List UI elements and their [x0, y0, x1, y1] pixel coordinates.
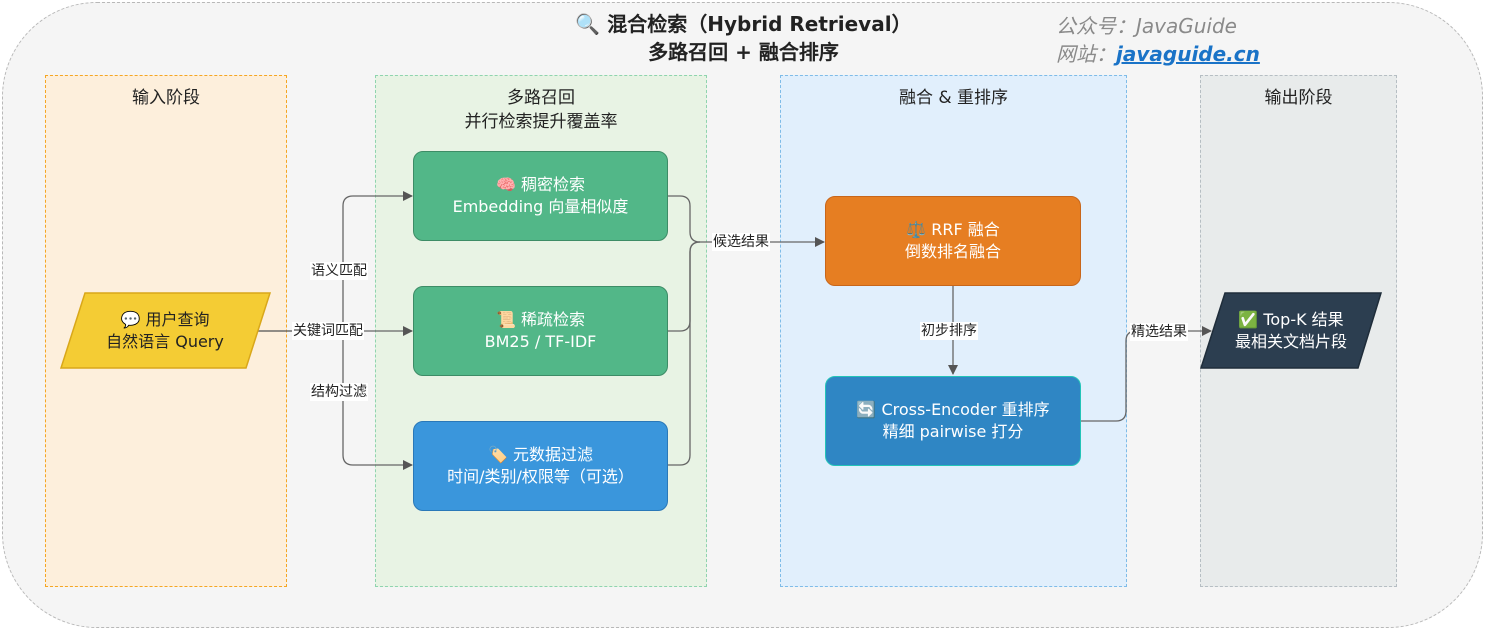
- title-line1: 混合检索（Hybrid Retrieval）: [607, 12, 912, 36]
- lane-recall-title-line1: 多路召回: [507, 88, 575, 108]
- output-parallelogram: [1199, 292, 1383, 369]
- brand-site-link[interactable]: javaguide.cn: [1116, 42, 1260, 66]
- node-sparse[interactable]: 📜 稀疏检索 BM25 / TF-IDF: [413, 286, 668, 376]
- check-mark-icon: ✅: [1238, 309, 1259, 329]
- edge-label-semantic: 语义匹配: [310, 262, 368, 280]
- node-dense[interactable]: 🧠 稠密检索 Embedding 向量相似度: [413, 151, 668, 241]
- title-line2: 多路召回 + 融合排序: [648, 40, 839, 64]
- node-rerank-line2: 精细 pairwise 打分: [882, 422, 1024, 441]
- tag-icon: 🏷️: [487, 445, 508, 464]
- scales-icon: ⚖️: [906, 220, 927, 239]
- edge-label-candidates: 候选结果: [712, 233, 770, 251]
- node-dense-line2: Embedding 向量相似度: [452, 197, 629, 216]
- edge-meta-rrf: [668, 241, 701, 466]
- brand-block: 公众号：JavaGuide 网站：javaguide.cn: [1056, 12, 1260, 68]
- node-query-line2: 自然语言 Query: [106, 331, 224, 351]
- edge-dense-rrf: [668, 195, 825, 247]
- lane-output-title: 输出阶段: [1264, 88, 1333, 108]
- node-rrf[interactable]: ⚖️ RRF 融合 倒数排名融合: [825, 196, 1081, 286]
- node-sparse-line1: 稀疏检索: [521, 310, 586, 329]
- edge-label-refined: 精选结果: [1130, 323, 1188, 341]
- input-parallelogram: [59, 292, 272, 369]
- brand-wechat: 公众号：JavaGuide: [1056, 14, 1237, 38]
- node-rrf-line2: 倒数排名融合: [904, 242, 1001, 261]
- node-rerank-line1: Cross-Encoder 重排序: [881, 400, 1050, 419]
- edge-label-keyword: 关键词匹配: [292, 322, 364, 340]
- edge-query-meta: [342, 331, 413, 470]
- node-meta[interactable]: 🏷️ 元数据过滤 时间/类别/权限等（可选）: [413, 421, 668, 511]
- edge-label-preliminary: 初步排序: [920, 322, 978, 340]
- speech-bubble-icon: 💬: [120, 309, 141, 329]
- node-query[interactable]: 💬 用户查询 自然语言 Query: [70, 293, 260, 368]
- lane-input-title: 输入阶段: [132, 88, 200, 108]
- lane-recall-title: 多路召回 并行检索提升覆盖率: [376, 86, 706, 134]
- node-topk[interactable]: ✅ Top-K 结果 最相关文档片段: [1210, 293, 1372, 368]
- node-topk-line2: 最相关文档片段: [1234, 331, 1347, 351]
- edge-sparse-rrf: [668, 241, 701, 332]
- refresh-icon: 🔄: [856, 400, 877, 419]
- magnifier-icon: 🔍: [575, 12, 601, 36]
- brand-site-label: 网站：: [1056, 42, 1116, 66]
- diagram-title: 🔍 混合检索（Hybrid Retrieval） 多路召回 + 融合排序: [0, 10, 1487, 66]
- node-rrf-line1: RRF 融合: [931, 220, 1000, 239]
- edge-label-structural: 结构过滤: [310, 383, 368, 401]
- node-topk-line1: Top-K 结果: [1263, 309, 1344, 329]
- node-meta-line2: 时间/类别/权限等（可选）: [447, 467, 634, 486]
- node-rerank[interactable]: 🔄 Cross-Encoder 重排序 精细 pairwise 打分: [825, 376, 1081, 466]
- brain-icon: 🧠: [495, 175, 516, 194]
- node-meta-line1: 元数据过滤: [513, 445, 594, 464]
- node-sparse-line2: BM25 / TF-IDF: [484, 332, 597, 351]
- scroll-icon: 📜: [495, 310, 516, 329]
- node-query-line1: 用户查询: [145, 309, 210, 329]
- lane-recall-title-line2: 并行检索提升覆盖率: [464, 112, 618, 132]
- node-dense-line1: 稠密检索: [521, 175, 586, 194]
- edge-rerank-topk: [1081, 326, 1212, 422]
- lane-fusion-title: 融合 & 重排序: [898, 88, 1009, 108]
